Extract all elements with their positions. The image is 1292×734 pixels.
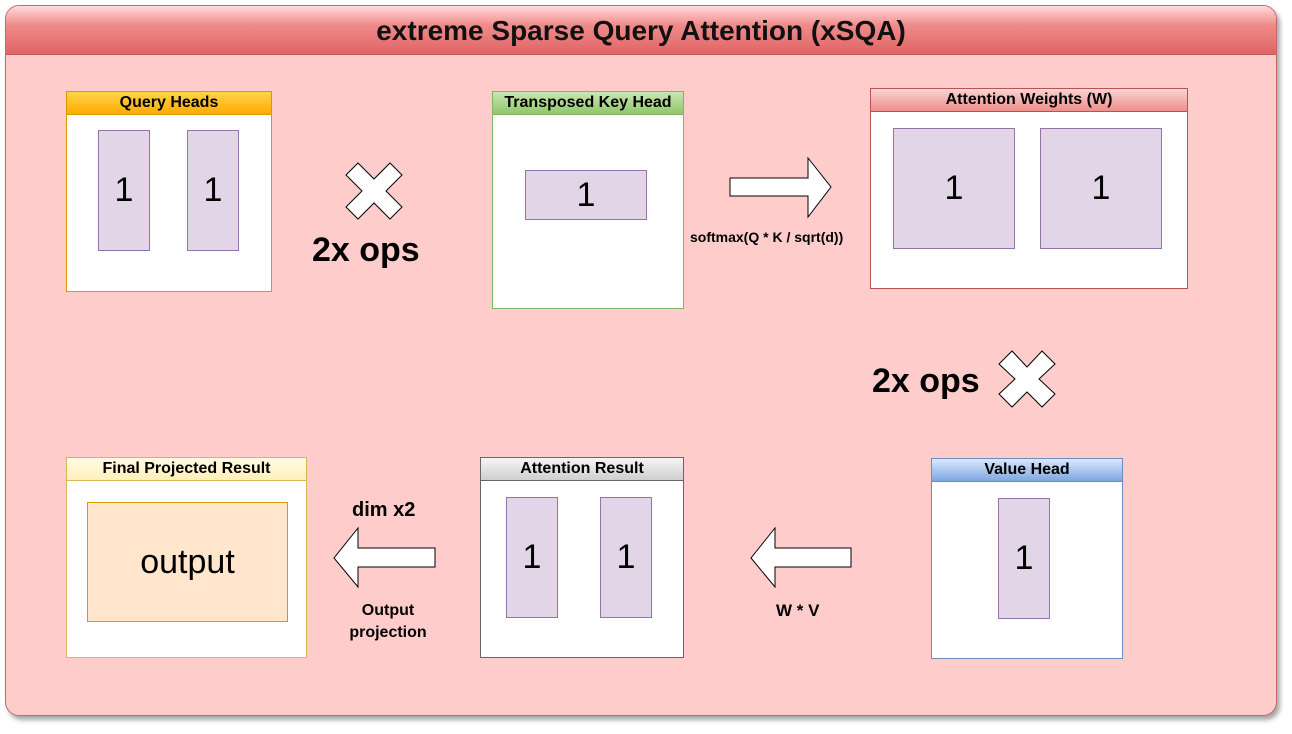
query-head-cell: 1: [98, 130, 150, 251]
attention-weight-cell: 1: [893, 128, 1015, 249]
transposed-key-head-box: Transposed Key Head 1: [492, 91, 684, 309]
attention-result-cell: 1: [600, 497, 652, 618]
value-head-cell-label: 1: [1014, 539, 1034, 577]
final-projected-result-box: Final Projected Result output: [66, 457, 307, 658]
ops-label-top: 2x ops: [312, 231, 420, 269]
key-head-cell: 1: [525, 170, 647, 220]
attention-result-title: Attention Result: [520, 460, 644, 477]
multiply-top-icon: [345, 162, 403, 220]
arrow-left-icon: [750, 526, 852, 589]
ops-label-right: 2x ops: [872, 362, 980, 400]
multiply-right-icon: [998, 350, 1056, 408]
arrow-right-icon: [729, 156, 832, 219]
value-head-header: Value Head: [932, 459, 1122, 482]
query-head-cell-label: 1: [203, 171, 223, 209]
value-head-box: Value Head 1: [931, 458, 1123, 659]
title-bar: extreme Sparse Query Attention (xSQA): [6, 6, 1276, 55]
attention-result-cell-label: 1: [522, 538, 542, 576]
attention-result-header: Attention Result: [481, 458, 683, 481]
transposed-key-head-title: Transposed Key Head: [504, 94, 672, 111]
attention-weights-title: Attention Weights (W): [945, 91, 1113, 108]
query-head-cell-label: 1: [114, 171, 134, 209]
attention-result-cell: 1: [506, 497, 558, 618]
output-cell-label: output: [140, 542, 235, 581]
attention-weights-box: Attention Weights (W) 1 1: [870, 88, 1188, 289]
value-head-title: Value Head: [984, 461, 1070, 478]
arrow-left-icon: [333, 526, 436, 589]
output-projection-line2: projection: [349, 624, 427, 641]
final-projected-result-header: Final Projected Result: [67, 458, 306, 481]
output-cell: output: [87, 502, 288, 622]
transposed-key-head-header: Transposed Key Head: [493, 92, 683, 115]
attention-result-cell-label: 1: [616, 538, 636, 576]
attention-weight-cell-label: 1: [944, 169, 964, 207]
query-heads-box: Query Heads 1 1: [66, 91, 272, 292]
softmax-label: softmax(Q * K / sqrt(d)): [690, 229, 844, 245]
value-head-cell: 1: [998, 498, 1050, 619]
query-heads-header: Query Heads: [67, 92, 271, 115]
output-projection-line1: Output: [361, 602, 415, 619]
query-heads-title: Query Heads: [119, 94, 219, 111]
w-times-v-label: W * V: [776, 601, 820, 620]
query-head-cell: 1: [187, 130, 239, 251]
final-projected-result-title: Final Projected Result: [102, 460, 271, 477]
attention-weight-cell-label: 1: [1091, 169, 1111, 207]
attention-result-box: Attention Result 1 1: [480, 457, 684, 658]
attention-weight-cell: 1: [1040, 128, 1162, 249]
attention-weights-header: Attention Weights (W): [871, 89, 1187, 112]
diagram-title: extreme Sparse Query Attention (xSQA): [376, 15, 906, 46]
output-projection-label: Output projection: [344, 600, 432, 644]
dim-x2-label: dim x2: [352, 499, 416, 521]
key-head-cell-label: 1: [576, 175, 596, 214]
